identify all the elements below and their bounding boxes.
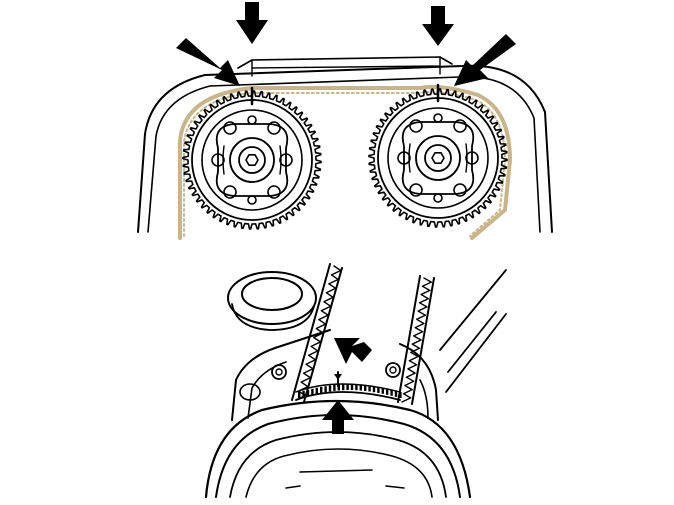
sprocket-hole bbox=[409, 119, 423, 133]
guide-line-3 bbox=[445, 313, 507, 393]
crank-tooth bbox=[381, 387, 384, 394]
sprocket-hole bbox=[453, 119, 467, 133]
crank-belt-left bbox=[291, 263, 343, 403]
crank-tooth bbox=[302, 390, 305, 397]
arrow-diag-bottom bbox=[334, 338, 372, 364]
block-bolt-left-inner bbox=[275, 368, 283, 376]
sprocket-hole bbox=[267, 185, 281, 199]
crank-tooth bbox=[337, 384, 340, 391]
sprocket-hole bbox=[397, 151, 411, 165]
sprocket-hole bbox=[433, 193, 443, 203]
cover-inner-outline bbox=[147, 76, 541, 233]
crank-tooth bbox=[333, 384, 336, 391]
crank-tooth bbox=[342, 384, 345, 391]
crank-sprocket-rim-inner bbox=[295, 383, 401, 393]
sprocket-arc-mark bbox=[222, 145, 225, 175]
crank-tooth bbox=[355, 384, 358, 391]
sprocket-center-hex bbox=[245, 154, 259, 166]
left-camshaft-sprocket bbox=[182, 90, 322, 230]
round-cap-lower bbox=[231, 303, 315, 331]
crank-tooth bbox=[298, 392, 301, 398]
sprocket-hole bbox=[433, 113, 443, 123]
block-bolt-right bbox=[385, 362, 401, 378]
sprocket-hole bbox=[267, 121, 281, 135]
crank-tooth bbox=[350, 384, 354, 390]
crank-tooth bbox=[346, 384, 349, 390]
crank-tooth bbox=[328, 385, 332, 392]
timing-belt bbox=[178, 84, 512, 240]
engine-block-outline bbox=[231, 329, 439, 421]
crank-tooth bbox=[320, 387, 323, 393]
sprocket-hole bbox=[223, 185, 237, 199]
sprocket-hole bbox=[465, 151, 479, 165]
crank-tooth bbox=[311, 388, 314, 395]
sprocket-center-bolt bbox=[238, 146, 266, 174]
sprocket-arc-mark bbox=[465, 143, 468, 173]
guide-line-2 bbox=[447, 311, 497, 373]
crank-tooth bbox=[359, 384, 362, 391]
sprocket-center-ring bbox=[415, 135, 461, 181]
sprocket-hole bbox=[247, 195, 257, 205]
sprocket-center-hex bbox=[431, 152, 445, 164]
block-small-circle bbox=[239, 383, 261, 401]
crank-tooth bbox=[390, 389, 393, 396]
crank-tooth bbox=[315, 387, 318, 394]
crank-tooth bbox=[399, 392, 402, 398]
cover-top-ridge bbox=[237, 56, 453, 69]
arrow-diag-right bbox=[454, 34, 516, 86]
right-camshaft-sprocket bbox=[368, 88, 508, 228]
engine-block-inner bbox=[247, 361, 429, 419]
crank-mark-pointer bbox=[334, 374, 342, 380]
sprocket-hole bbox=[453, 183, 467, 197]
cover-outer-outline bbox=[137, 64, 553, 233]
guide-line-1 bbox=[439, 269, 507, 351]
crank-tooth bbox=[386, 388, 389, 395]
sprocket-teeth bbox=[182, 90, 322, 230]
sprocket-center-bolt bbox=[424, 144, 452, 172]
arrow-diag-left bbox=[176, 38, 240, 86]
crankshaft-sprocket bbox=[295, 383, 402, 401]
crank-tooth bbox=[372, 386, 376, 393]
sprocket-hole bbox=[409, 183, 423, 197]
top-view bbox=[137, 2, 553, 240]
sprocket-hole bbox=[211, 153, 225, 167]
round-cap-inner bbox=[241, 277, 303, 311]
sprocket-hole bbox=[279, 153, 293, 167]
sprocket-arc-mark bbox=[279, 145, 282, 175]
crank-tooth bbox=[306, 389, 310, 396]
block-bolt-left bbox=[271, 364, 287, 380]
crank-tooth bbox=[364, 384, 367, 391]
crank-sprocket-rim bbox=[295, 391, 401, 401]
arrow-down-left bbox=[236, 2, 268, 44]
sprocket-rim bbox=[191, 99, 313, 221]
sprocket-hub-plate bbox=[215, 123, 289, 197]
sprocket-face bbox=[387, 107, 489, 209]
crank-tooth bbox=[394, 390, 398, 397]
sprocket-teeth bbox=[368, 88, 508, 228]
sprocket-hub-plate bbox=[401, 121, 475, 195]
sprocket-arc-mark bbox=[408, 143, 411, 173]
sprocket-hole bbox=[223, 121, 237, 135]
bottom-view bbox=[204, 263, 507, 499]
crank-belt-right bbox=[397, 275, 435, 405]
block-bolt-right-inner bbox=[389, 366, 397, 374]
round-cap-outer bbox=[227, 271, 317, 325]
sprocket-rim bbox=[377, 97, 499, 219]
arrow-up-bottom bbox=[322, 400, 354, 434]
cover-top-ridge-inner bbox=[251, 56, 441, 77]
sprocket-center-ring bbox=[229, 137, 275, 183]
sprocket-face bbox=[201, 109, 303, 211]
sprocket-hole bbox=[247, 115, 257, 125]
crank-tooth bbox=[368, 385, 371, 392]
crank-tooth bbox=[324, 386, 327, 393]
arrow-down-right bbox=[422, 6, 454, 46]
crank-tooth bbox=[377, 387, 380, 393]
